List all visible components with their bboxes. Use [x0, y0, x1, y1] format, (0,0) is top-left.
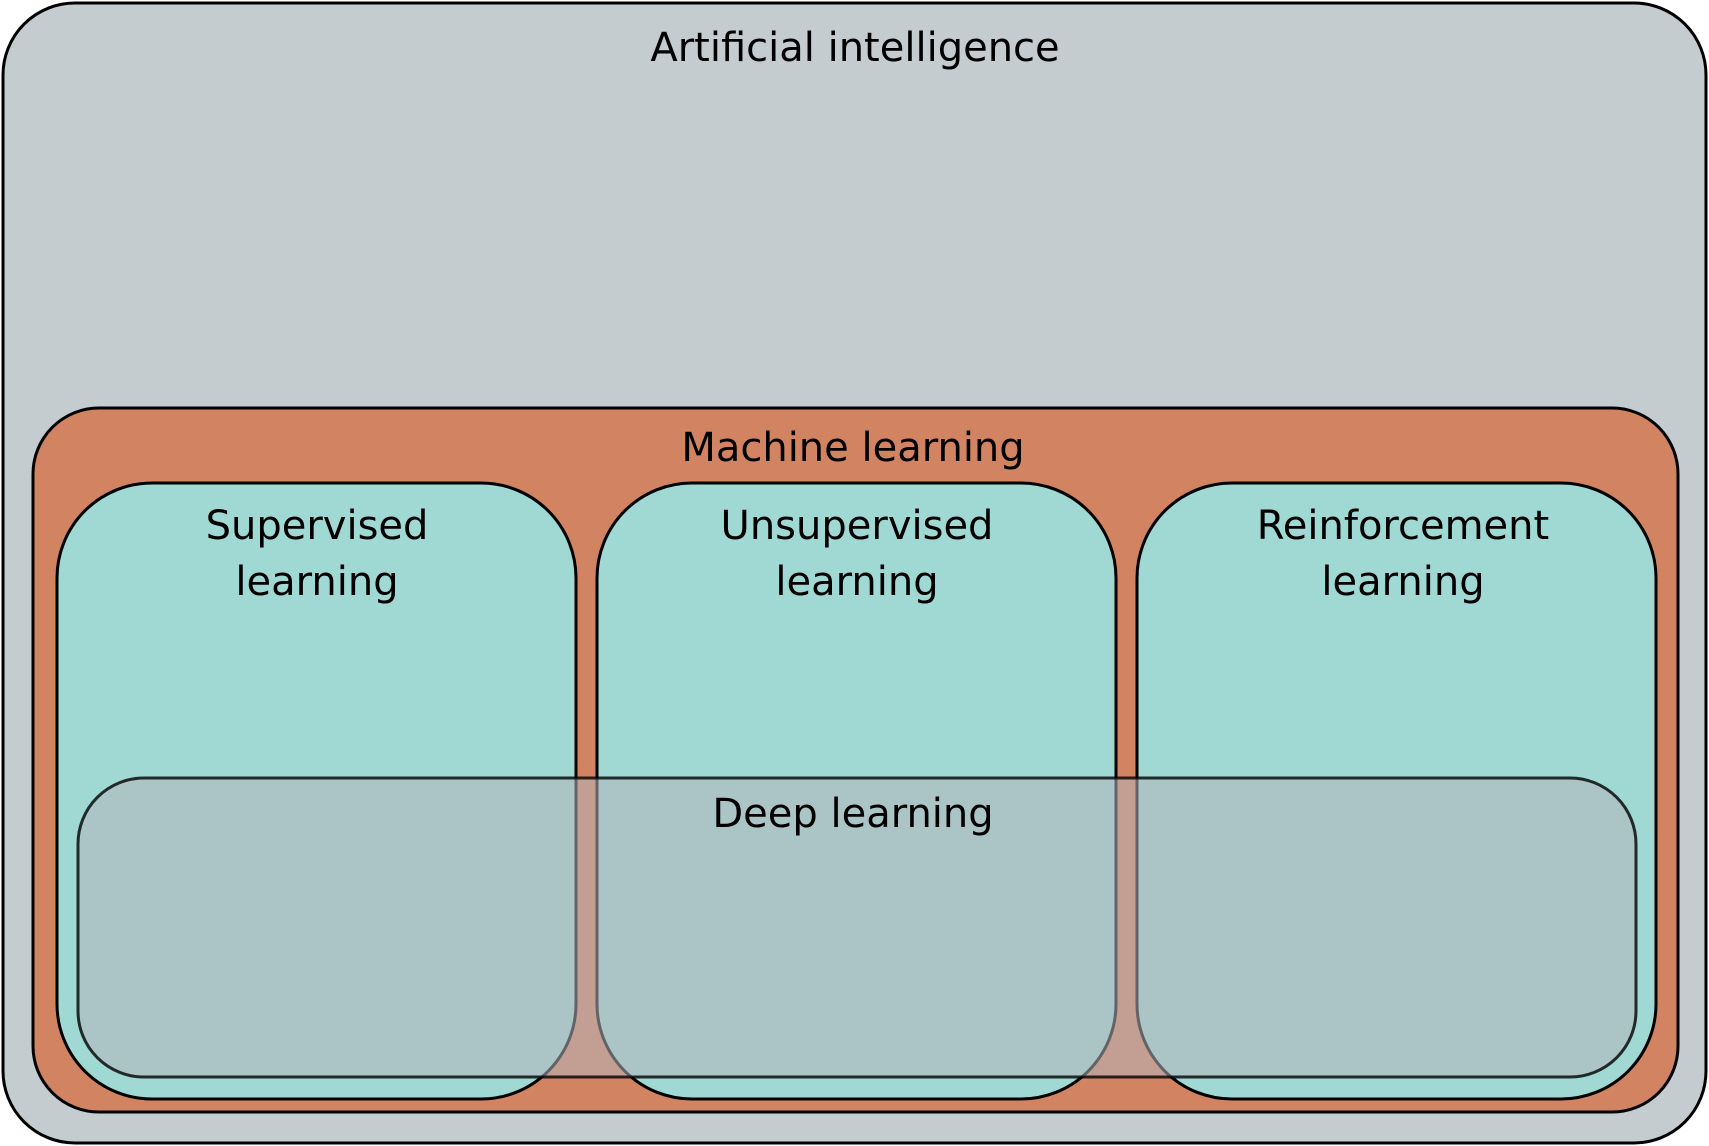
- unsupervised-learning-label-line2: learning: [775, 559, 938, 605]
- unsupervised-learning-label-line1: Unsupervised: [721, 503, 994, 549]
- reinforcement-learning-label-line1: Reinforcement: [1257, 503, 1549, 549]
- artificial-intelligence-label: Artificial intelligence: [650, 25, 1059, 71]
- deep-learning-label: Deep learning: [712, 791, 993, 837]
- machine-learning-label: Machine learning: [681, 425, 1024, 471]
- supervised-learning-label-line2: learning: [235, 559, 398, 605]
- reinforcement-learning-label-line2: learning: [1321, 559, 1484, 605]
- deep-learning-box: [76, 776, 1638, 1079]
- supervised-learning-label-line1: Supervised: [206, 503, 429, 549]
